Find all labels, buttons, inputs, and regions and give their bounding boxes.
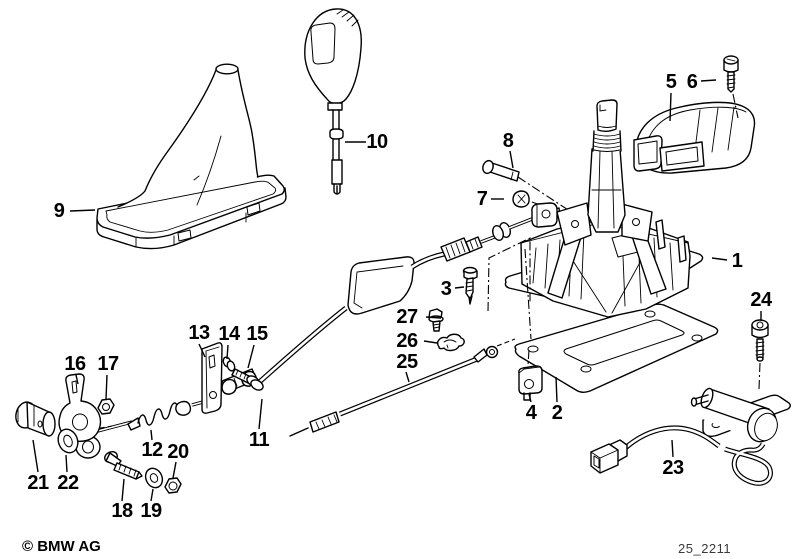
leader-line-14	[226, 344, 229, 360]
selector-rod-drawing	[83, 202, 558, 434]
shift-boot-drawing	[96, 63, 287, 250]
part-label-17[interactable]: 17	[97, 353, 119, 375]
leader-line-23	[671, 439, 674, 458]
cover-drawing	[633, 101, 756, 174]
diagram-code-text: 25_2211	[678, 541, 732, 556]
leader-line-11	[258, 398, 263, 430]
part-label-7[interactable]: 7	[476, 188, 488, 210]
leader-line-22	[65, 454, 68, 473]
leader-line-15	[247, 344, 255, 369]
leader-line-20	[172, 461, 177, 479]
solenoid-bolt-drawing	[751, 319, 769, 390]
shift-knob-drawing	[304, 8, 362, 195]
part-label-10[interactable]: 10	[366, 131, 388, 153]
part-label-1[interactable]: 1	[731, 250, 743, 272]
part-label-18[interactable]: 18	[111, 500, 133, 522]
part-label-12[interactable]: 12	[141, 439, 163, 461]
leader-line-21	[32, 439, 39, 473]
leader-line-27	[425, 316, 442, 319]
part-label-4[interactable]: 4	[525, 402, 537, 424]
leader-line-26	[423, 340, 438, 344]
leader-line-2	[555, 376, 558, 403]
bowden-cable-drawing	[289, 338, 516, 437]
part-label-14[interactable]: 14	[218, 323, 240, 345]
spring-end-fitting	[127, 417, 141, 431]
part-label-20[interactable]: 20	[167, 441, 189, 463]
leader-line-13	[198, 343, 206, 358]
part-label-25[interactable]: 25	[396, 351, 418, 373]
leader-line-5	[669, 92, 672, 122]
part-label-6[interactable]: 6	[686, 71, 698, 93]
part-label-9[interactable]: 9	[53, 200, 65, 222]
leader-line-25	[405, 371, 410, 383]
part-label-24[interactable]: 24	[750, 289, 772, 311]
leader-line-17	[105, 374, 108, 400]
part-label-3[interactable]: 3	[440, 278, 452, 300]
part-label-19[interactable]: 19	[140, 500, 162, 522]
part-label-11[interactable]: 11	[248, 429, 270, 451]
washer-bolt-drawing	[222, 356, 264, 391]
leader-line-12	[150, 429, 153, 441]
leader-line-16	[75, 374, 79, 385]
part-label-22[interactable]: 22	[57, 472, 79, 494]
fastener-group-drawing	[428, 237, 543, 401]
copyright-text: © BMW AG	[22, 538, 101, 555]
leader-line-1	[711, 257, 728, 261]
leader-line-4	[528, 393, 532, 403]
part-label-21[interactable]: 21	[27, 472, 49, 494]
shift-mechanism-drawing	[504, 99, 704, 318]
part-label-5[interactable]: 5	[665, 71, 677, 93]
leader-line-6	[700, 79, 717, 82]
callout-leader-lines	[32, 79, 762, 502]
part-label-13[interactable]: 13	[188, 322, 210, 344]
part-label-23[interactable]: 23	[662, 457, 684, 479]
solenoid-drawing	[590, 387, 791, 486]
part-label-16[interactable]: 16	[64, 353, 86, 375]
leader-line-18	[121, 478, 125, 502]
part-label-27[interactable]: 27	[396, 306, 418, 328]
part-label-8[interactable]: 8	[502, 130, 514, 152]
cover-screw-drawing	[723, 55, 739, 119]
bracket-group-drawing	[15, 373, 182, 494]
part-label-2[interactable]: 2	[551, 402, 563, 424]
leader-line-8	[509, 150, 514, 169]
pivot-pin-drawing	[482, 159, 589, 224]
part-label-26[interactable]: 26	[396, 330, 418, 352]
leader-line-3	[454, 286, 465, 289]
leader-line-19	[150, 488, 154, 502]
part-label-15[interactable]: 15	[246, 323, 268, 345]
gasket-plate-drawing	[514, 303, 719, 393]
leader-line-9	[69, 209, 96, 212]
